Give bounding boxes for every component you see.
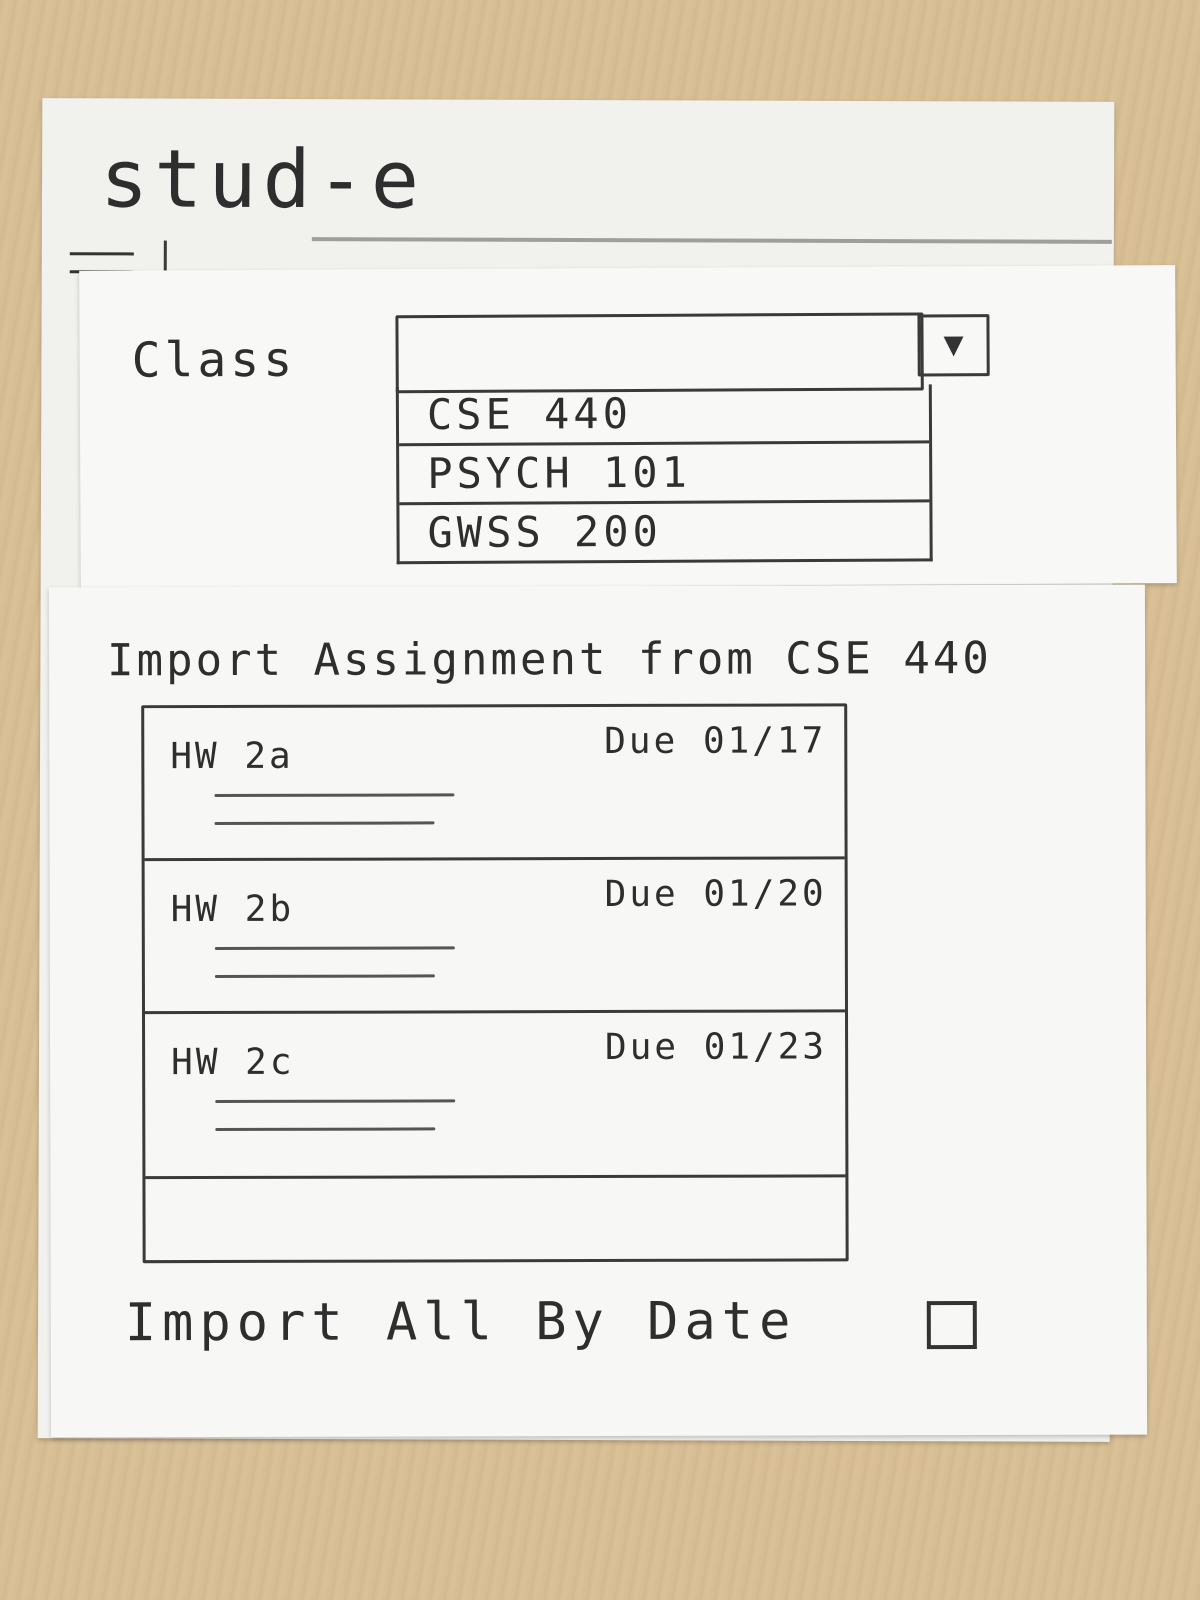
assignment-list: HW 2a Due 01/17 HW 2b Due 01/20 HW 2c Du…	[141, 703, 849, 1264]
assignment-row-hw-2a[interactable]: HW 2a Due 01/17	[144, 706, 845, 862]
app-title: stud-e	[99, 132, 426, 227]
class-options-list: CSE 440 PSYCH 101 GWSS 200	[395, 384, 933, 565]
assignment-due-date: Due 01/20	[604, 873, 827, 915]
assignment-due-date: Due 01/17	[604, 720, 827, 762]
chevron-down-icon: ▼	[943, 330, 964, 361]
assignment-name: HW 2c	[171, 1041, 295, 1084]
assignment-name: HW 2a	[170, 735, 294, 778]
assignment-row-hw-2c[interactable]: HW 2c Due 01/23	[145, 1012, 846, 1180]
description-placeholder-line	[214, 793, 455, 798]
class-picker-panel: Class ▼ CSE 440 PSYCH 101 GWSS 200	[79, 265, 1177, 589]
description-placeholder-line	[214, 946, 455, 951]
description-placeholder-line	[215, 1127, 436, 1132]
class-option-psych-101[interactable]: PSYCH 101	[399, 443, 930, 506]
header-divider	[311, 237, 1112, 244]
assignment-name: HW 2b	[170, 888, 295, 931]
class-select[interactable]	[395, 312, 924, 394]
import-panel: Import Assignment from CSE 440 HW 2a Due…	[48, 584, 1148, 1438]
assignment-row-empty	[145, 1177, 845, 1263]
assignment-due-date: Due 01/23	[604, 1026, 828, 1068]
import-all-label: Import All By Date	[124, 1291, 797, 1354]
class-option-gwss-200[interactable]: GWSS 200	[427, 506, 662, 558]
class-dropdown-button[interactable]: ▼	[917, 314, 990, 377]
class-option-cse-440[interactable]: CSE 440	[398, 384, 930, 447]
assignment-row-hw-2b[interactable]: HW 2b Due 01/20	[144, 859, 846, 1015]
description-placeholder-line	[214, 974, 435, 979]
class-label: Class	[131, 331, 297, 389]
description-placeholder-line	[214, 821, 435, 826]
import-all-checkbox[interactable]	[926, 1301, 977, 1350]
import-title: Import Assignment from CSE 440	[107, 632, 992, 687]
description-placeholder-line	[215, 1099, 456, 1104]
